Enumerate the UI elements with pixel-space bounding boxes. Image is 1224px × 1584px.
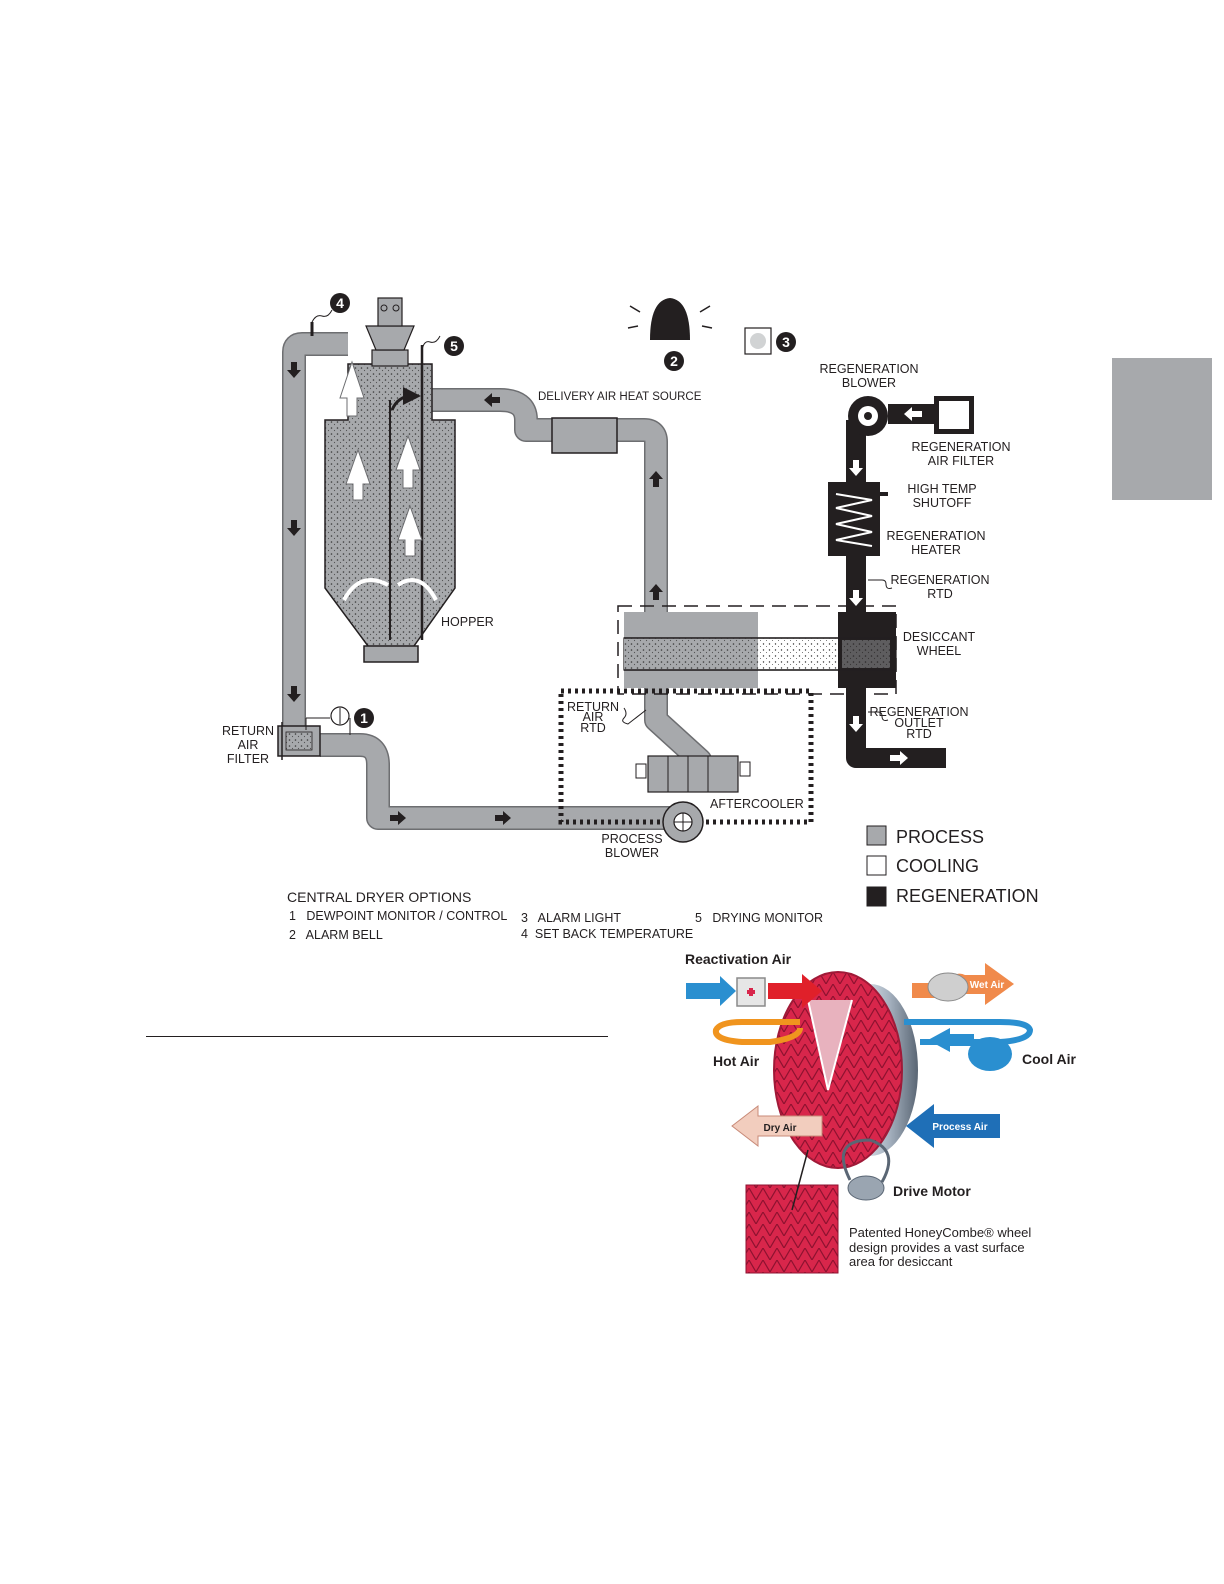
delivery-air-heat-source [551, 417, 618, 454]
return-air-rtd-sensor [622, 707, 647, 725]
svg-text:4 SET BACK TEMPERATURE: 4 SET BACK TEMPERATURE [521, 927, 693, 941]
regeneration-heater [828, 482, 888, 556]
svg-text:1: 1 [360, 710, 368, 726]
option-marker-3: 3 [776, 332, 796, 352]
label-regeneration-rtd: REGENERATION RTD [890, 573, 989, 601]
svg-text:RTD: RTD [927, 587, 952, 601]
aftercooler [635, 755, 751, 793]
label-return-air-rtd: RETURN AIR RTD [567, 700, 619, 735]
label-drive-motor: Drive Motor [893, 1183, 971, 1199]
svg-text:FILTER: FILTER [227, 752, 269, 766]
svg-text:WHEEL: WHEEL [917, 644, 962, 658]
legend-cooling: COOLING [896, 856, 979, 876]
svg-text:RTD: RTD [580, 721, 605, 735]
regen-flow-arrows [849, 407, 922, 765]
regen-sensors [868, 579, 893, 721]
svg-text:CENTRAL DRYER OPTIONS: CENTRAL DRYER OPTIONS [287, 889, 471, 905]
label-aftercooler: AFTERCOOLER [710, 797, 804, 811]
process-ducts-fill [283, 333, 711, 829]
flow-arrows [287, 362, 663, 825]
label-desiccant-wheel: DESICCANT WHEEL [903, 630, 976, 658]
label-hopper: HOPPER [441, 615, 494, 629]
regeneration-air-filter [934, 396, 974, 434]
option-marker-2: 2 [664, 351, 684, 371]
section-tab [1112, 358, 1212, 500]
svg-text:3: 3 [782, 334, 790, 350]
label-regeneration-outlet-rtd: REGENERATION OUTLET RTD [869, 705, 968, 741]
legend-process: PROCESS [896, 827, 984, 847]
label-high-temp-shutoff: HIGH TEMP SHUTOFF [907, 482, 976, 510]
svg-text:PROCESS: PROCESS [601, 832, 662, 846]
svg-text:REGENERATION: REGENERATION [890, 573, 989, 587]
svg-text:AIR: AIR [238, 738, 259, 752]
svg-text:2 ALARM BELL: 2 ALARM BELL [289, 928, 383, 942]
label-regeneration-blower: REGENERATION BLOWER [819, 362, 918, 390]
hopper [310, 297, 456, 663]
caption-line-2: design provides a vast surface [849, 1240, 1025, 1255]
label-process-blower: PROCESS BLOWER [601, 832, 662, 860]
svg-text:REGENERATION: REGENERATION [886, 529, 985, 543]
svg-text:RTD: RTD [906, 727, 931, 741]
legend-regeneration: REGENERATION [896, 886, 1039, 906]
svg-text:SHUTOFF: SHUTOFF [913, 496, 972, 510]
label-regeneration-heater: REGENERATION HEATER [886, 529, 985, 557]
label-delivery-air-heat-source: DELIVERY AIR HEAT SOURCE [538, 391, 702, 403]
regeneration-blower-icon [848, 396, 888, 436]
svg-text:REGENERATION: REGENERATION [819, 362, 918, 376]
svg-text:4: 4 [336, 295, 344, 311]
svg-text:5: 5 [450, 338, 458, 354]
return-air-filter [277, 722, 321, 760]
svg-text:2: 2 [670, 353, 678, 369]
label-wet-air: Wet Air [970, 980, 1005, 991]
svg-text:HEATER: HEATER [911, 543, 961, 557]
alarm-light-icon [744, 327, 772, 355]
svg-text:AIR FILTER: AIR FILTER [928, 454, 994, 468]
svg-text:5 DRYING MONITOR: 5 DRYING MONITOR [695, 911, 823, 925]
honeycombe-wheel-illustration: Reactivation Air Wet Air Hot Air Cool Ai… [685, 951, 1076, 1274]
process-blower-icon [662, 801, 704, 843]
svg-text:RETURN: RETURN [222, 724, 274, 738]
svg-text:REGENERATION: REGENERATION [869, 705, 968, 719]
option-marker-5: 5 [444, 336, 464, 356]
svg-text:HIGH TEMP: HIGH TEMP [907, 482, 976, 496]
legend: PROCESS COOLING REGENERATION [866, 825, 1039, 907]
dewpoint-monitor-icon [305, 706, 351, 735]
label-regeneration-air-filter: REGENERATION AIR FILTER [911, 440, 1010, 468]
divider-rule [146, 1036, 608, 1037]
svg-text:3 ALARM LIGHT: 3 ALARM LIGHT [521, 911, 621, 925]
svg-text:DESICCANT: DESICCANT [903, 630, 976, 644]
svg-text:AIR: AIR [583, 710, 604, 724]
svg-text:OUTLET: OUTLET [894, 716, 944, 730]
label-hot-air: Hot Air [713, 1053, 760, 1069]
option-marker-4: 4 [330, 293, 350, 313]
label-dry-air: Dry Air [764, 1123, 797, 1134]
label-process-air: Process Air [932, 1122, 987, 1133]
central-dryer-options: CENTRAL DRYER OPTIONS 1 DEWPOINT MONITOR… [287, 889, 823, 942]
svg-text:RETURN: RETURN [567, 700, 619, 714]
label-return-air-filter: RETURN AIR FILTER [222, 724, 274, 766]
label-reactivation-air: Reactivation Air [685, 951, 792, 967]
desiccant-wheel [617, 605, 897, 695]
caption-line-3: area for desiccant [849, 1254, 953, 1269]
svg-text:1 DEWPOINT MONITOR / CONTROL: 1 DEWPOINT MONITOR / CONTROL [289, 909, 507, 923]
option-marker-1: 1 [354, 708, 374, 728]
svg-text:REGENERATION: REGENERATION [911, 440, 1010, 454]
svg-text:BLOWER: BLOWER [842, 376, 896, 390]
svg-text:BLOWER: BLOWER [605, 846, 659, 860]
label-cool-air: Cool Air [1022, 1051, 1076, 1067]
alarm-bell-icon [627, 298, 713, 340]
caption-line-1: Patented HoneyCombe® wheel [849, 1225, 1031, 1240]
